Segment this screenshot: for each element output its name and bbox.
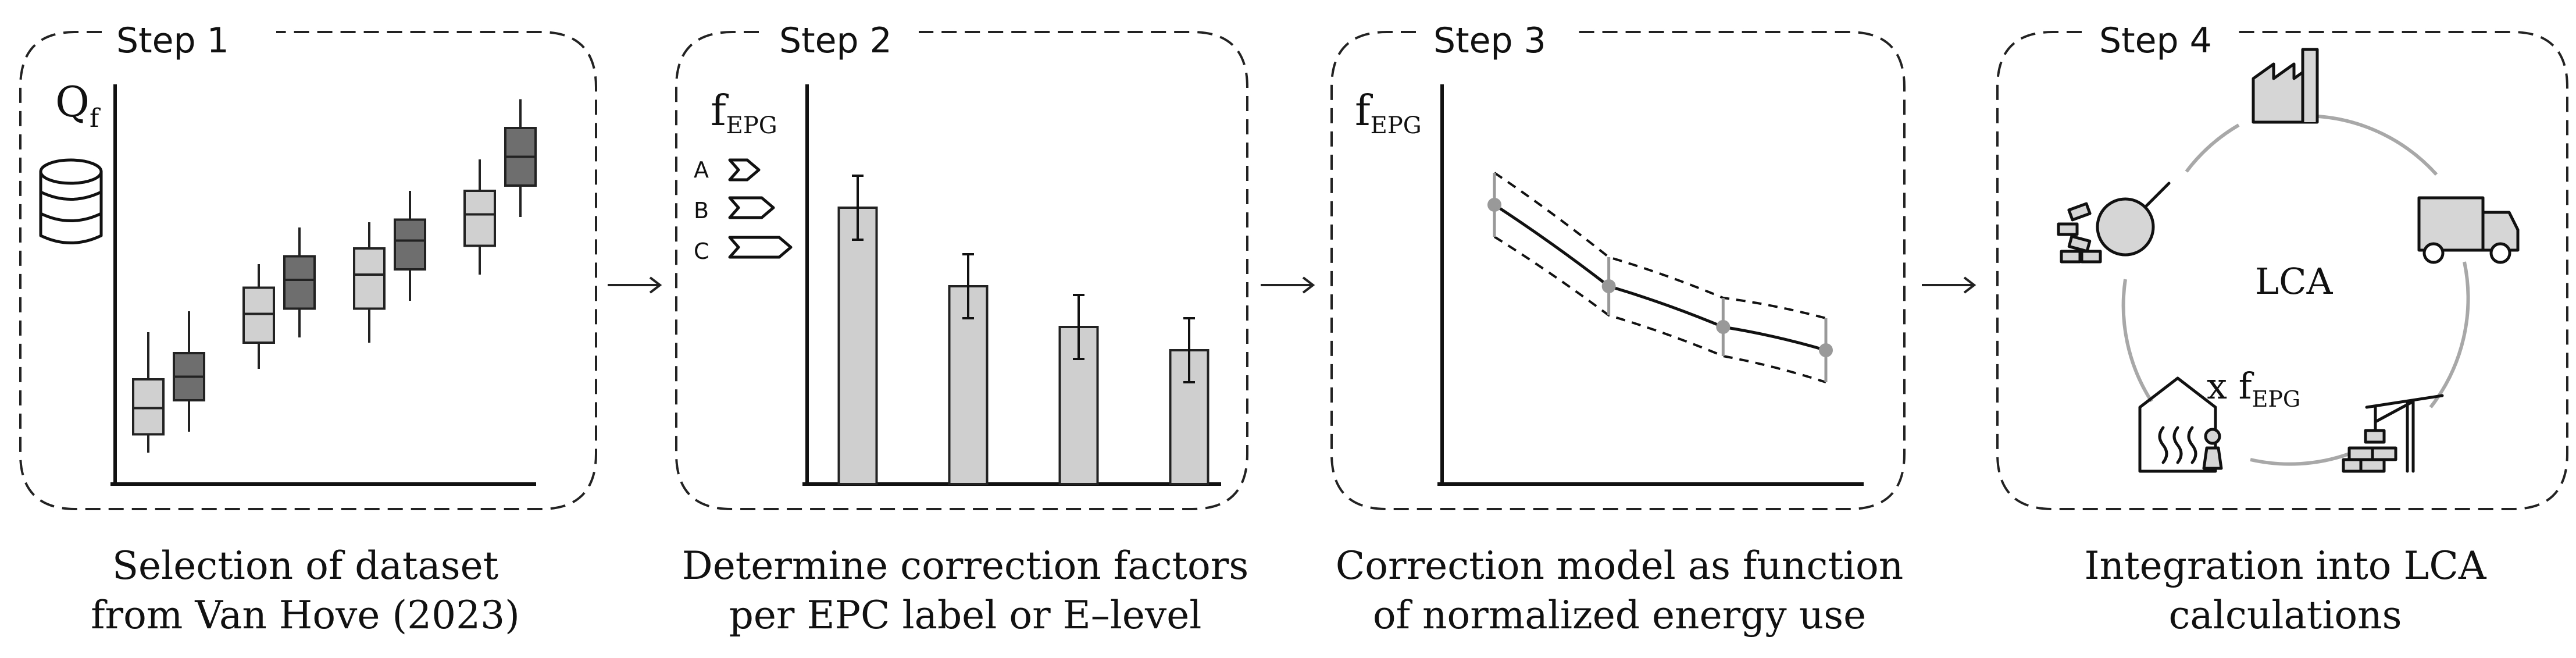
step-2-bars (837, 175, 1209, 485)
epc-label-a: A (694, 157, 709, 183)
arrow-2-to-3 (1261, 276, 1315, 294)
step-1-frame (19, 31, 597, 510)
step-4-panel: Step 4 LCA x fEPG (1996, 20, 2568, 510)
step-3-caption-line-1: Correction model as function (1336, 543, 1903, 588)
demolition-recycling-icon (2057, 182, 2171, 264)
step-2-caption-line-1: Determine correction factors (682, 543, 1248, 588)
boxplot-light-3 (353, 222, 386, 343)
step-2-caption-line-2: per EPC label or E–level (729, 593, 1202, 638)
step-1-label: Step 1 (116, 20, 229, 61)
boxplot-dark-2 (283, 227, 316, 337)
house-heating-icon (2138, 376, 2223, 473)
error-bar-2 (962, 253, 974, 319)
step-3-label: Step 3 (1433, 20, 1546, 61)
step-1-axis-symbol: Qf (55, 77, 101, 133)
step-3-correction-model (1487, 172, 1833, 383)
step-1-caption-line-2: from Van Hove (2023) (91, 593, 520, 638)
epc-label-b: B (694, 198, 709, 223)
step-4-label: Step 4 (2099, 20, 2212, 61)
lca-center-text: LCA (2255, 260, 2334, 303)
factory-icon (2252, 48, 2319, 124)
boxplot-dark-1 (173, 311, 205, 432)
step-1-panel: Step 1 Qf (19, 20, 597, 510)
step-4-frame (1996, 31, 2568, 510)
construction-crane-icon (2342, 394, 2444, 473)
step-3-axis-symbol: fEPG (1355, 86, 1422, 139)
boxplot-light-4 (463, 159, 496, 275)
arrow-3-to-4 (1922, 276, 1976, 294)
boxplot-light-2 (242, 264, 275, 369)
epc-label-icon: A B C (694, 157, 793, 264)
step-2-axis-symbol: fEPG (711, 86, 777, 139)
model-point-2 (1601, 257, 1616, 315)
correction-curve (1493, 203, 1826, 352)
step-3-caption-line-2: of normalized energy use (1373, 593, 1866, 638)
bar-4 (1169, 349, 1209, 485)
bar-1 (837, 207, 878, 485)
step-2-frame (675, 31, 1248, 510)
epc-label-c: C (694, 239, 709, 264)
model-point-3 (1716, 298, 1731, 356)
boxplot-dark-3 (394, 191, 426, 301)
step-1-caption-line-1: Selection of dataset (112, 543, 498, 588)
model-point-1 (1487, 173, 1501, 237)
lca-cycle (2121, 115, 2470, 466)
error-bar-4 (1183, 317, 1195, 383)
step-2-panel: Step 2 fEPG A B C (675, 20, 1248, 510)
model-point-4 (1819, 318, 1833, 382)
step-4-caption-line-2: calculations (2168, 593, 2402, 638)
step-4-caption-line-1: Integration into LCA (2084, 543, 2486, 588)
step-1-boxplots (132, 99, 537, 453)
error-bar-1 (852, 175, 864, 241)
error-bar-3 (1073, 294, 1084, 360)
step-3-panel: Step 3 fEPG (1330, 20, 1906, 510)
truck-icon (2417, 196, 2520, 264)
lower-confidence-band (1493, 236, 1826, 383)
boxplot-light-1 (132, 332, 165, 453)
step-2-label: Step 2 (779, 20, 892, 61)
correction-factor-label: x fEPG (2207, 365, 2300, 412)
upper-confidence-band (1493, 172, 1826, 319)
step-3-frame (1330, 31, 1906, 510)
arrow-1-to-2 (608, 276, 662, 294)
boxplot-dark-4 (504, 99, 537, 217)
captions: Selection of dataset from Van Hove (2023… (91, 543, 2487, 638)
database-icon (39, 158, 103, 244)
